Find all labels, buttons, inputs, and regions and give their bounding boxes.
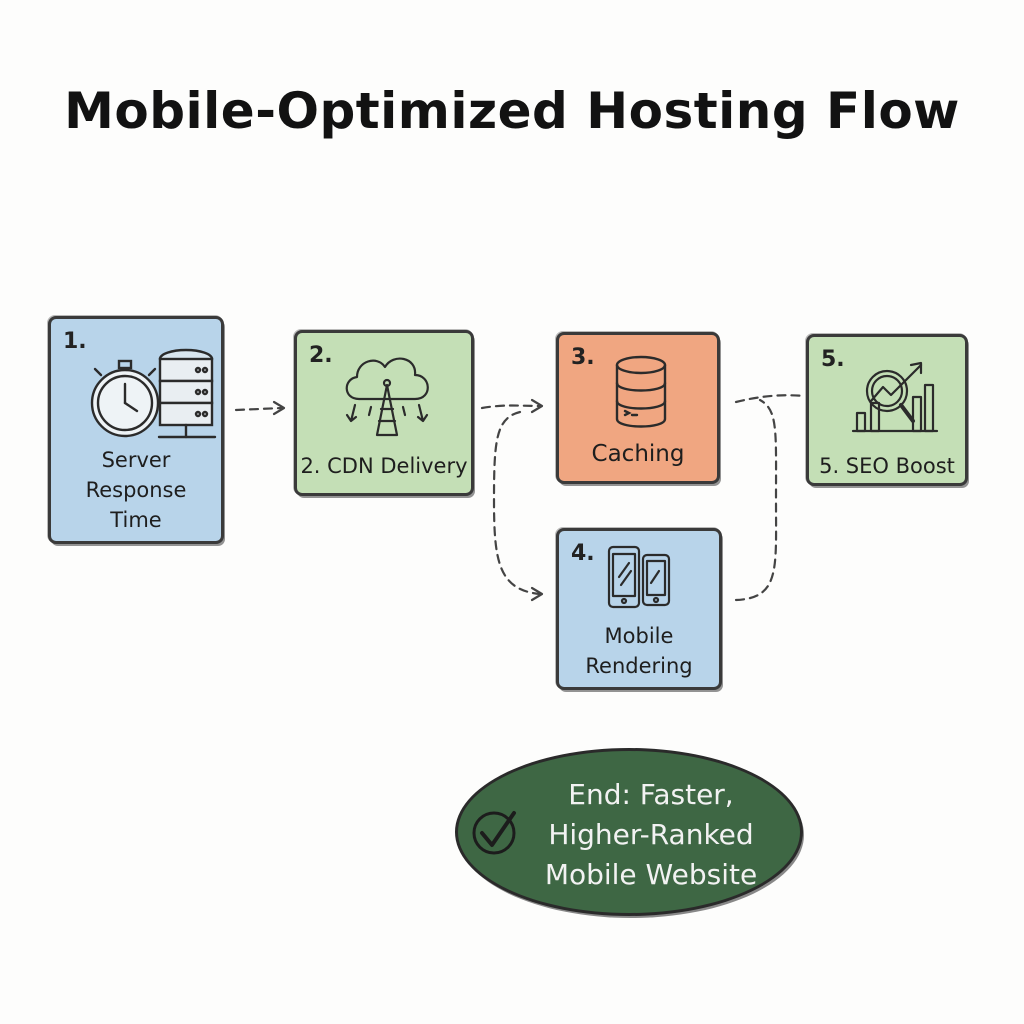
end-label: End: Faster, Higher-Ranked Mobile Websit… — [544, 778, 758, 891]
step-number: 1. — [63, 329, 87, 354]
step-mobile-rendering[interactable]: 4. Mobile Rendering — [556, 528, 722, 690]
step-cdn-delivery[interactable]: 2. 2. CDN Delivery — [294, 330, 474, 496]
arrowhead-1-to-2 — [272, 400, 286, 416]
mobile-devices-icon — [607, 545, 671, 609]
checkmark-icon — [472, 811, 516, 855]
cloud-tower-icon — [345, 357, 429, 437]
step-label: 2. CDN Delivery — [300, 454, 468, 478]
arrowhead-2-to-4 — [530, 586, 544, 602]
database-icon — [615, 355, 667, 428]
step-label: Server Response Time — [85, 448, 187, 532]
arrowhead-2-to-3 — [530, 398, 544, 414]
step-label: 5. SEO Boost — [819, 454, 955, 478]
step-server-response-time[interactable]: 1. Server Response Time — [48, 316, 224, 544]
step-caching[interactable]: 3. Caching — [556, 332, 720, 484]
connector-2-to-4 — [492, 410, 542, 596]
step-number: 4. — [571, 541, 595, 566]
diagram-title: Mobile-Optimized Hosting Flow — [64, 82, 960, 140]
stopwatch-server-icon — [90, 348, 217, 439]
step-label: Mobile Rendering — [585, 624, 693, 678]
connector-2-to-3 — [480, 404, 542, 410]
end-node[interactable]: End: Faster, Higher-Ranked Mobile Websit… — [455, 748, 803, 916]
step-label: Caching — [591, 441, 685, 467]
step-number: 5. — [821, 347, 845, 372]
step-number: 3. — [571, 345, 595, 370]
step-number: 2. — [309, 343, 333, 368]
step-seo-boost[interactable]: 5. 5. SEO Boost — [806, 334, 968, 486]
seo-chart-magnifier-icon — [851, 361, 939, 433]
connector-3-to-5 — [734, 394, 806, 404]
connector-1-to-2 — [234, 406, 284, 412]
connector-4-to-5 — [734, 398, 778, 602]
